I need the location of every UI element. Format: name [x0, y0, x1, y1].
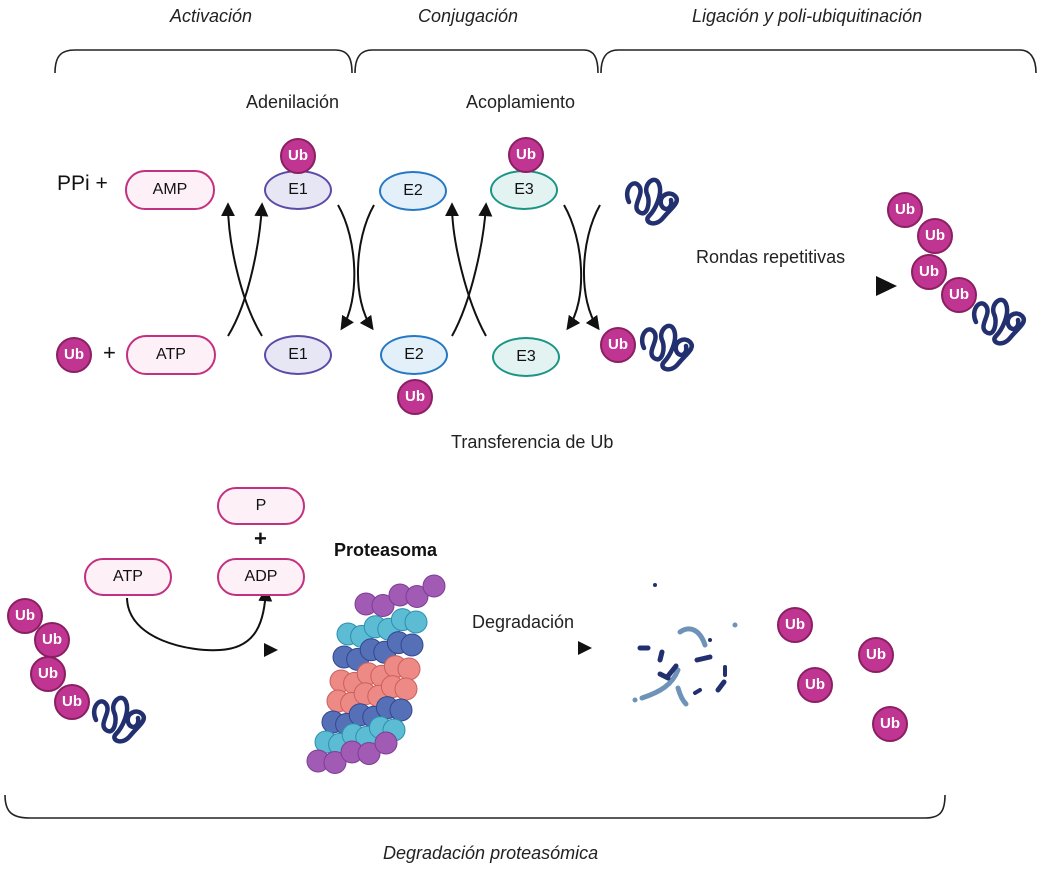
arrow-e2-e3-right	[451, 202, 493, 337]
bottom-polyub-3: Ub	[30, 656, 66, 692]
proteasome-subunit	[405, 585, 429, 608]
peptide-fragments	[632, 583, 738, 707]
polyub-chain-3: Ub	[911, 254, 947, 290]
bottom-polyub-2: Ub	[34, 622, 70, 658]
arrow-e3-sub-right	[583, 204, 601, 331]
plus-sign: +	[103, 340, 116, 365]
proteasome-subunit	[357, 742, 381, 765]
proteasome-subunit	[389, 698, 413, 722]
proteasome-subunit	[400, 633, 424, 657]
proteasome-label: Proteasoma	[334, 540, 438, 560]
proteasome-subunit	[374, 731, 398, 755]
e1-enzyme-top: E1	[264, 170, 332, 210]
proteasome-subunit	[394, 677, 418, 701]
bottom-protein	[94, 698, 144, 741]
proteasome-subunit	[371, 594, 395, 617]
amp-pill: AMP	[125, 170, 215, 210]
arrow-e1-e2-right	[357, 204, 375, 331]
arrow-degradation-head	[578, 641, 592, 655]
stage-ligation-label: Ligación y poli-ubiquitinación	[692, 6, 923, 26]
ub-on-e1: Ub	[280, 138, 316, 174]
polyub-chain-1: Ub	[887, 192, 923, 228]
atp-pill-top: ATP	[126, 335, 216, 375]
substrate-protein	[627, 180, 677, 223]
polyub-chain-2: Ub	[917, 218, 953, 254]
proteasome-subunit	[422, 574, 446, 598]
ppi-plus-label: PPi +	[57, 172, 108, 195]
released-ub-2: Ub	[858, 637, 894, 673]
brace-activation	[54, 49, 353, 74]
e2-enzyme-top: E2	[379, 171, 447, 211]
ub-on-substrate: Ub	[600, 327, 636, 363]
arrow-atp-adp	[126, 587, 273, 652]
proteasome	[306, 574, 446, 774]
arrow-activation-right	[227, 202, 269, 337]
arrow-repeat-rounds-head	[876, 276, 897, 296]
ub-free: Ub	[56, 337, 92, 373]
arrow-e1-e2-left	[337, 204, 356, 331]
stage-degradation-label: Degradación proteasómica	[383, 843, 599, 863]
step-repeat-rounds-label: Rondas repetitivas	[696, 247, 846, 267]
bottom-polyub-4: Ub	[54, 684, 90, 720]
step-adenylation-label: Adenilación	[246, 92, 340, 112]
arrow-e2-e3-left	[445, 202, 487, 337]
proteasome-subunit	[323, 751, 347, 774]
brace-conjugation	[354, 49, 599, 74]
p-pill: P	[217, 487, 305, 525]
ub-on-e2: Ub	[397, 379, 433, 415]
released-ub-1: Ub	[777, 607, 813, 643]
brace-ligation	[600, 49, 1037, 74]
e1-enzyme-bottom: E1	[264, 335, 332, 375]
atp-pill-bottom: ATP	[84, 558, 172, 596]
ub-on-e3: Ub	[508, 137, 544, 173]
stage-conjugation-label: Conjugación	[418, 6, 519, 26]
arrow-activation-left	[221, 202, 263, 337]
arrow-e3-sub-left	[563, 204, 583, 331]
released-ub-4: Ub	[872, 706, 908, 742]
e2-enzyme-bottom: E2	[380, 335, 448, 375]
step-degradation-label: Degradación	[472, 612, 575, 632]
adp-pill: ADP	[217, 558, 305, 596]
brace-degradation	[4, 794, 946, 819]
proteasome-subunit	[404, 610, 428, 634]
step-coupling-label: Acoplamiento	[466, 92, 576, 112]
arrow-to-proteasome-head	[264, 643, 278, 657]
plus-sign-adp: +	[254, 526, 267, 551]
stage-activation-label: Activación	[170, 6, 253, 26]
e3-enzyme-bottom: E3	[492, 337, 560, 377]
polyub-protein	[974, 300, 1024, 343]
step-transfer-label: Transferencia de Ub	[451, 432, 614, 452]
proteasome-subunit	[397, 657, 421, 681]
polyub-chain-4: Ub	[941, 277, 977, 313]
released-ub-3: Ub	[797, 667, 833, 703]
e3-enzyme-top: E3	[490, 170, 558, 210]
substrate-protein-ub	[642, 326, 692, 369]
